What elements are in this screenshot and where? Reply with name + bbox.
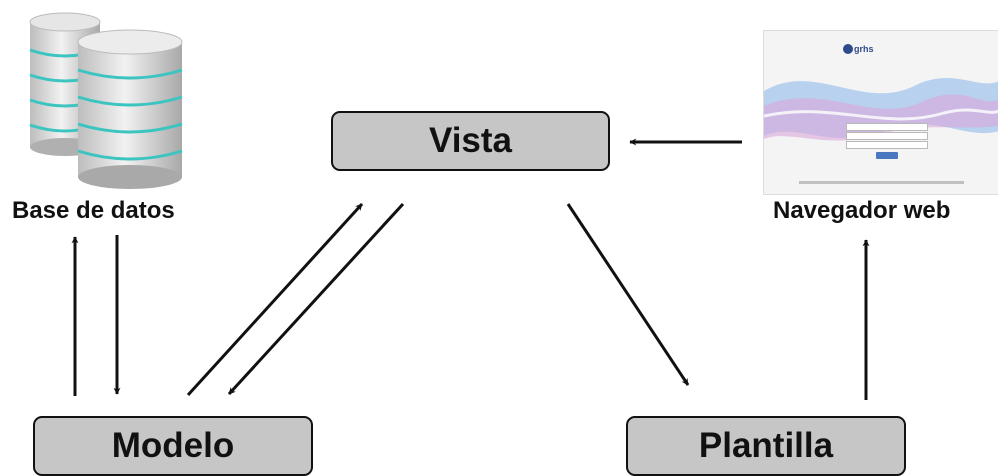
vista-box: Vista xyxy=(331,111,610,171)
vista-label: Vista xyxy=(428,121,513,160)
plantilla-label: Plantilla xyxy=(698,426,834,465)
browser-login-button xyxy=(876,152,898,159)
browser-wave-graphic xyxy=(764,44,998,141)
browser-select-field xyxy=(846,141,928,149)
database-label: Base de datos xyxy=(12,197,175,224)
modelo-box: Modelo xyxy=(33,416,313,476)
plantilla-box: Plantilla xyxy=(626,416,906,476)
modelo-label: Modelo xyxy=(111,426,235,465)
arrow-modelo-to-vista xyxy=(186,202,364,397)
browser-label: Navegador web xyxy=(773,197,951,224)
browser-password-field xyxy=(846,132,928,140)
browser-logo-text: grhs xyxy=(854,44,874,54)
browser-username-field xyxy=(846,123,928,131)
database-cylinder-front xyxy=(77,29,183,189)
arrow-vista-to-modelo xyxy=(227,202,405,396)
browser-screenshot-image: grhs xyxy=(763,30,998,195)
browser-footer-text xyxy=(799,181,964,184)
arrow-vista-to-plantilla xyxy=(566,203,690,386)
database-icon xyxy=(29,12,183,189)
